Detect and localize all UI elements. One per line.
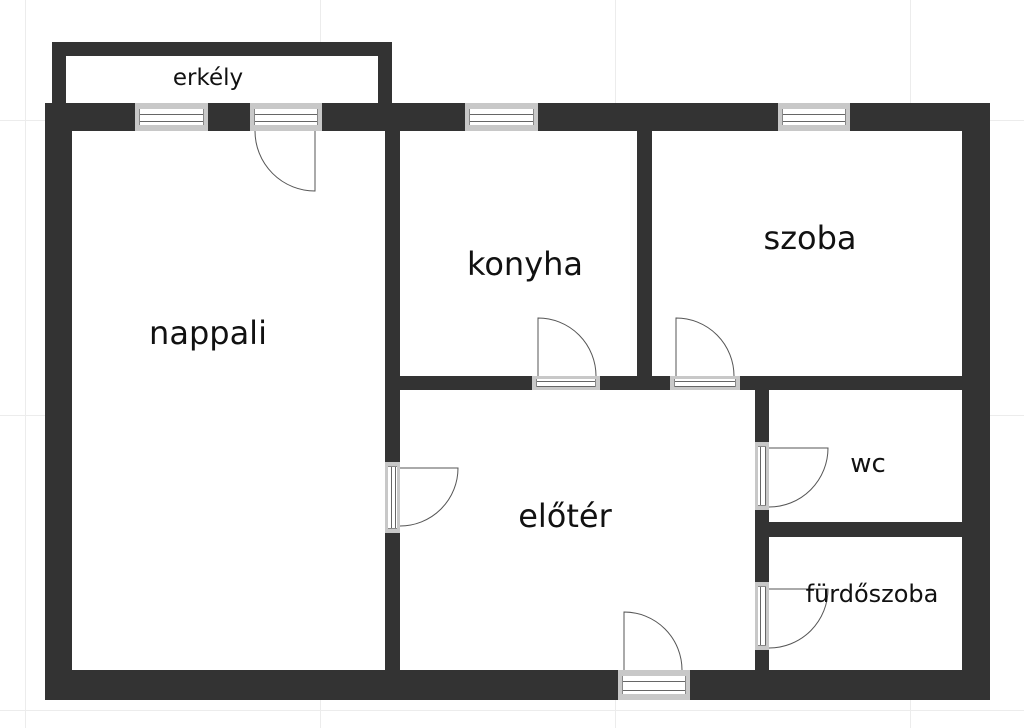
room-wc (769, 390, 962, 522)
balcony-door-window (250, 103, 322, 131)
door-swing-szoba (675, 317, 735, 377)
door-swing-konyha (537, 317, 597, 377)
room-label-erkely: erkély (172, 65, 244, 91)
room-furdoszoba (769, 537, 962, 670)
room-eloter (400, 390, 755, 670)
door-opening-nappali (385, 462, 400, 533)
room-label-furdoszoba: fürdőszoba (805, 580, 939, 608)
door-opening-furdoszoba (755, 582, 769, 650)
door-opening-konyha (532, 376, 600, 390)
balcony-floor (66, 56, 378, 103)
door-swing-entrance (623, 611, 683, 671)
room-konyha (400, 131, 637, 376)
room-label-konyha: konyha (466, 245, 584, 283)
entrance-door-opening (618, 670, 690, 700)
door-swing-furdoszoba (768, 588, 829, 649)
room-label-wc: wc (850, 449, 886, 479)
window (465, 103, 538, 131)
window (135, 103, 208, 131)
door-swing-balcony (254, 130, 316, 192)
door-opening-wc (755, 442, 769, 510)
room-label-szoba: szoba (763, 219, 857, 257)
room-szoba (652, 131, 962, 376)
room-label-eloter: előtér (518, 497, 612, 535)
room-label-nappali: nappali (149, 314, 267, 352)
room-nappali (72, 131, 385, 670)
door-swing-wc (768, 447, 829, 508)
door-opening-szoba (670, 376, 740, 390)
window (778, 103, 850, 131)
door-swing-nappali (399, 467, 459, 527)
